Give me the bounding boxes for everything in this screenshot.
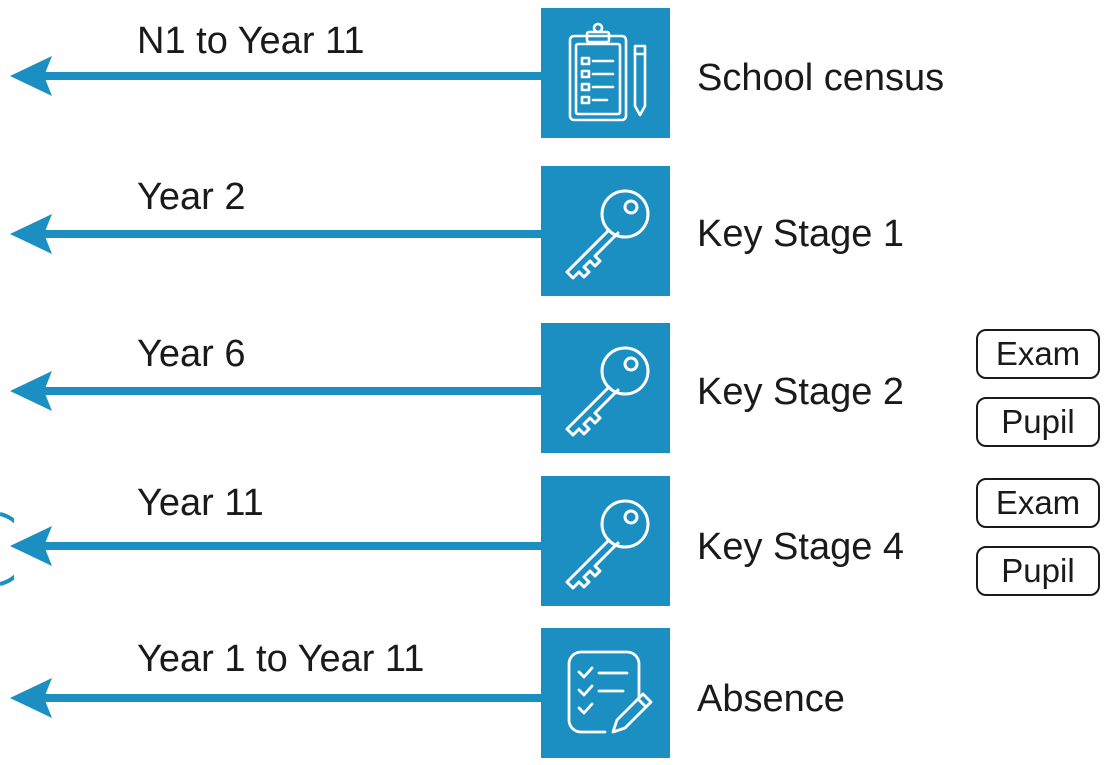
row-absence: Year 1 to Year 11 Absence bbox=[0, 628, 1114, 763]
checklist-pencil-icon bbox=[541, 628, 670, 758]
source-name: School census bbox=[697, 57, 945, 99]
source-name: Absence bbox=[697, 678, 845, 720]
row-key-stage-1: Year 2 Key Stage 1 bbox=[0, 166, 1114, 301]
left-arrow-icon bbox=[10, 214, 546, 254]
key-icon bbox=[541, 166, 670, 296]
row-label: Year 2 bbox=[137, 176, 246, 218]
source-name: Key Stage 4 bbox=[697, 526, 905, 568]
source-name: Key Stage 2 bbox=[697, 371, 905, 413]
tag-pupil: Pupil bbox=[976, 397, 1100, 447]
row-label: N1 to Year 11 bbox=[137, 20, 365, 62]
tag-exam: Exam bbox=[976, 329, 1100, 379]
tag-pupil: Pupil bbox=[976, 546, 1100, 596]
left-arrow-icon bbox=[10, 371, 546, 411]
key-icon bbox=[541, 323, 670, 453]
row-key-stage-2: Year 6 Key Stage 2 Exam Pupil bbox=[0, 323, 1114, 458]
left-arrow-icon bbox=[10, 678, 546, 718]
row-school-census: N1 to Year 11 School c bbox=[0, 8, 1114, 143]
key-icon bbox=[541, 476, 670, 606]
row-label: Year 1 to Year 11 bbox=[137, 638, 425, 680]
left-arrow-icon bbox=[10, 56, 546, 96]
row-label: Year 11 bbox=[137, 482, 264, 524]
left-arrow-icon bbox=[10, 526, 546, 566]
clipboard-checklist-icon bbox=[541, 8, 670, 138]
row-label: Year 6 bbox=[137, 333, 246, 375]
tag-exam: Exam bbox=[976, 478, 1100, 528]
row-key-stage-4: Year 11 Key Stage 4 Exam Pupil bbox=[0, 476, 1114, 611]
source-name: Key Stage 1 bbox=[697, 213, 905, 255]
cropped-circle-shape bbox=[0, 512, 14, 586]
